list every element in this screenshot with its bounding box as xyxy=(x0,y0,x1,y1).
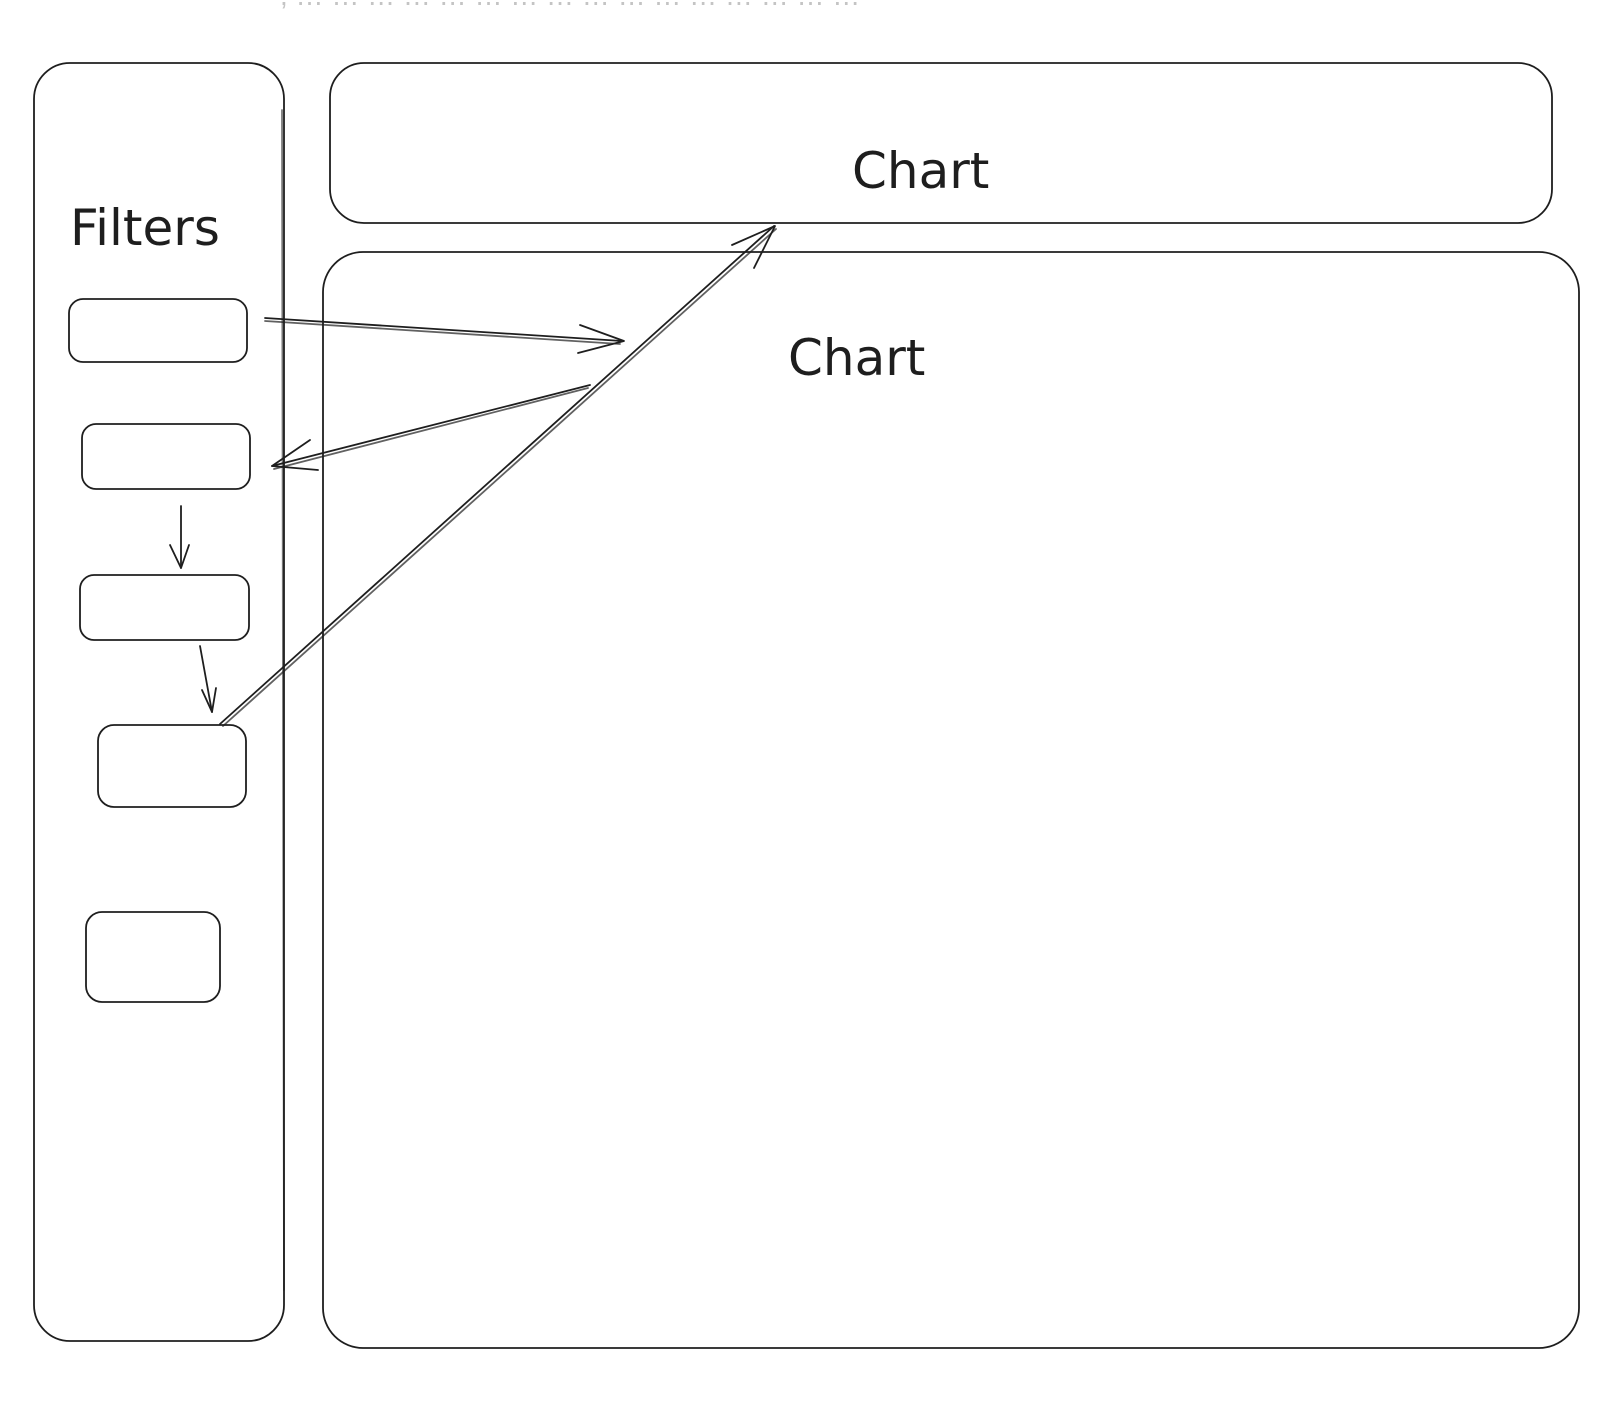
filters-title: Filters xyxy=(70,199,220,257)
arrow-main-chart-to-filter2 xyxy=(271,384,591,471)
top-chart-panel xyxy=(329,62,1553,224)
filter-box-2[interactable] xyxy=(81,423,251,490)
filters-sidebar xyxy=(33,62,285,1342)
top-chart-label: Chart xyxy=(852,142,989,200)
arrow-filter4-to-top-chart xyxy=(219,225,777,727)
filter-box-5[interactable] xyxy=(85,911,221,1003)
filter-box-4[interactable] xyxy=(97,724,247,808)
main-chart-label: Chart xyxy=(788,329,925,387)
main-chart-panel xyxy=(322,251,1580,1349)
arrow-filter2-to-filter3 xyxy=(169,505,190,569)
cropped-caption-text: , … … … … … … … … … … … … … … … … xyxy=(280,0,1040,12)
filter-box-1[interactable] xyxy=(68,298,248,363)
arrow-filter3-to-filter4 xyxy=(199,645,217,713)
arrow-filter1-to-main-chart xyxy=(264,317,625,354)
filter-box-3[interactable] xyxy=(79,574,250,641)
